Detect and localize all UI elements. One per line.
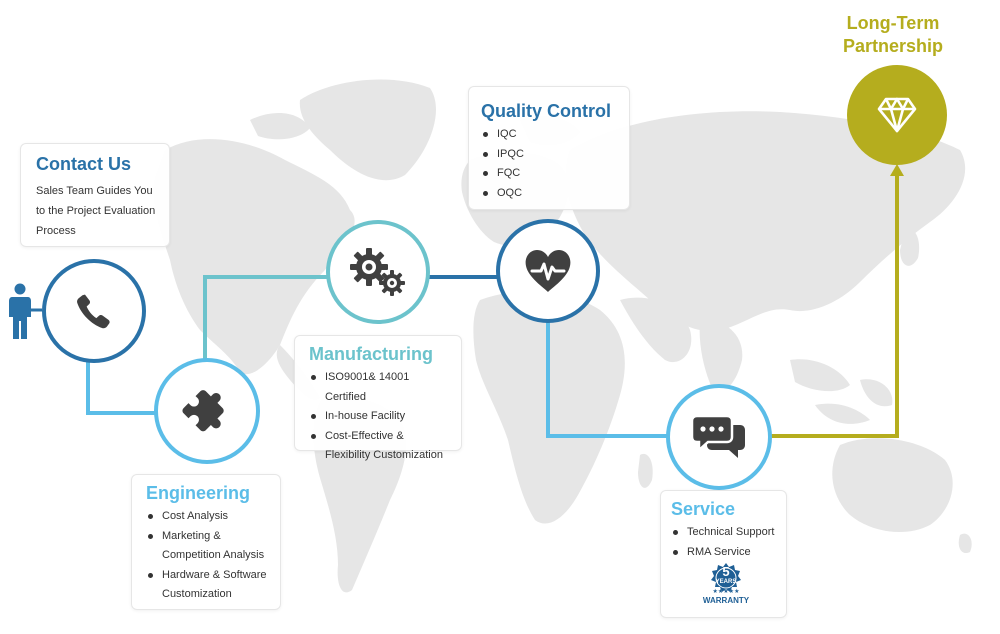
warranty-seal-icon [711, 563, 741, 592]
list-item: ISO9001& 14001 Certified [309, 368, 451, 407]
manufacturing-card: Manufacturing ISO9001& 14001 Certified I… [294, 335, 462, 461]
connector-contact-engineering [86, 355, 158, 415]
partnership-circle [847, 65, 947, 165]
engineering-title: Engineering [146, 483, 251, 503]
engineering-circle [154, 358, 260, 464]
phone-icon [77, 294, 110, 329]
list-item: Cost Analysis [146, 507, 272, 527]
manufacturing-list: ISO9001& 14001 Certified In-house Facili… [309, 368, 451, 466]
list-item: IQC [481, 125, 619, 145]
gears-icon [350, 248, 405, 296]
connector-service-partnership [770, 175, 899, 438]
list-item: Cost-Effective & Flexibility Customizati… [309, 427, 451, 466]
service-title: Service [671, 499, 736, 519]
warranty-label: WARRANTY [702, 596, 750, 605]
contact-card: Contact Us Sales Team Guides You to the … [20, 143, 170, 247]
service-card: Service Technical Support RMA Service 5 … [660, 490, 787, 618]
contact-description: Sales Team Guides You to the Project Eva… [36, 185, 156, 237]
list-item: FQC [481, 164, 619, 184]
list-item: RMA Service [671, 543, 780, 563]
puzzle-icon [182, 390, 224, 432]
service-list: Technical Support RMA Service [671, 523, 780, 562]
warranty-unit: YEARS [715, 579, 737, 585]
partnership-title: Long-Term Partnership [830, 12, 956, 58]
service-circle [666, 384, 772, 490]
engineering-card: Engineering Cost Analysis Marketing & Co… [131, 474, 281, 610]
quality-circle [496, 219, 600, 323]
list-item: OQC [481, 184, 619, 204]
chat-bubbles-icon [692, 415, 745, 458]
connector-engineering-manufacturing [203, 275, 330, 362]
heartbeat-icon [525, 250, 571, 292]
quality-card: Quality Control IQC IPQC FQC OQC [468, 86, 630, 210]
connector-quality-service [546, 320, 670, 438]
list-item: IPQC [481, 145, 619, 165]
manufacturing-title: Manufacturing [309, 344, 433, 364]
arrow-head-icon [890, 164, 904, 176]
person-icon [9, 283, 31, 339]
warranty-badge: 5 YEARS ★★★★★ WARRANTY [691, 563, 761, 607]
diamond-icon [877, 97, 917, 133]
contact-title: Contact Us [36, 154, 132, 174]
partnership-title-line2: Partnership [842, 36, 944, 56]
manufacturing-circle [326, 220, 430, 324]
list-item: Technical Support [671, 523, 780, 543]
quality-list: IQC IPQC FQC OQC [481, 125, 619, 203]
engineering-list: Cost Analysis Marketing & Competition An… [146, 507, 272, 605]
contact-circle [42, 259, 146, 363]
warranty-number: 5 [722, 564, 730, 579]
warranty-stars: ★★★★★ [712, 589, 740, 595]
list-item: Hardware & Software Customization [146, 566, 272, 605]
list-item: In-house Facility [309, 407, 451, 427]
quality-title: Quality Control [481, 101, 611, 121]
list-item: Marketing & Competition Analysis [146, 527, 272, 566]
partnership-title-line1: Long-Term [846, 13, 940, 33]
